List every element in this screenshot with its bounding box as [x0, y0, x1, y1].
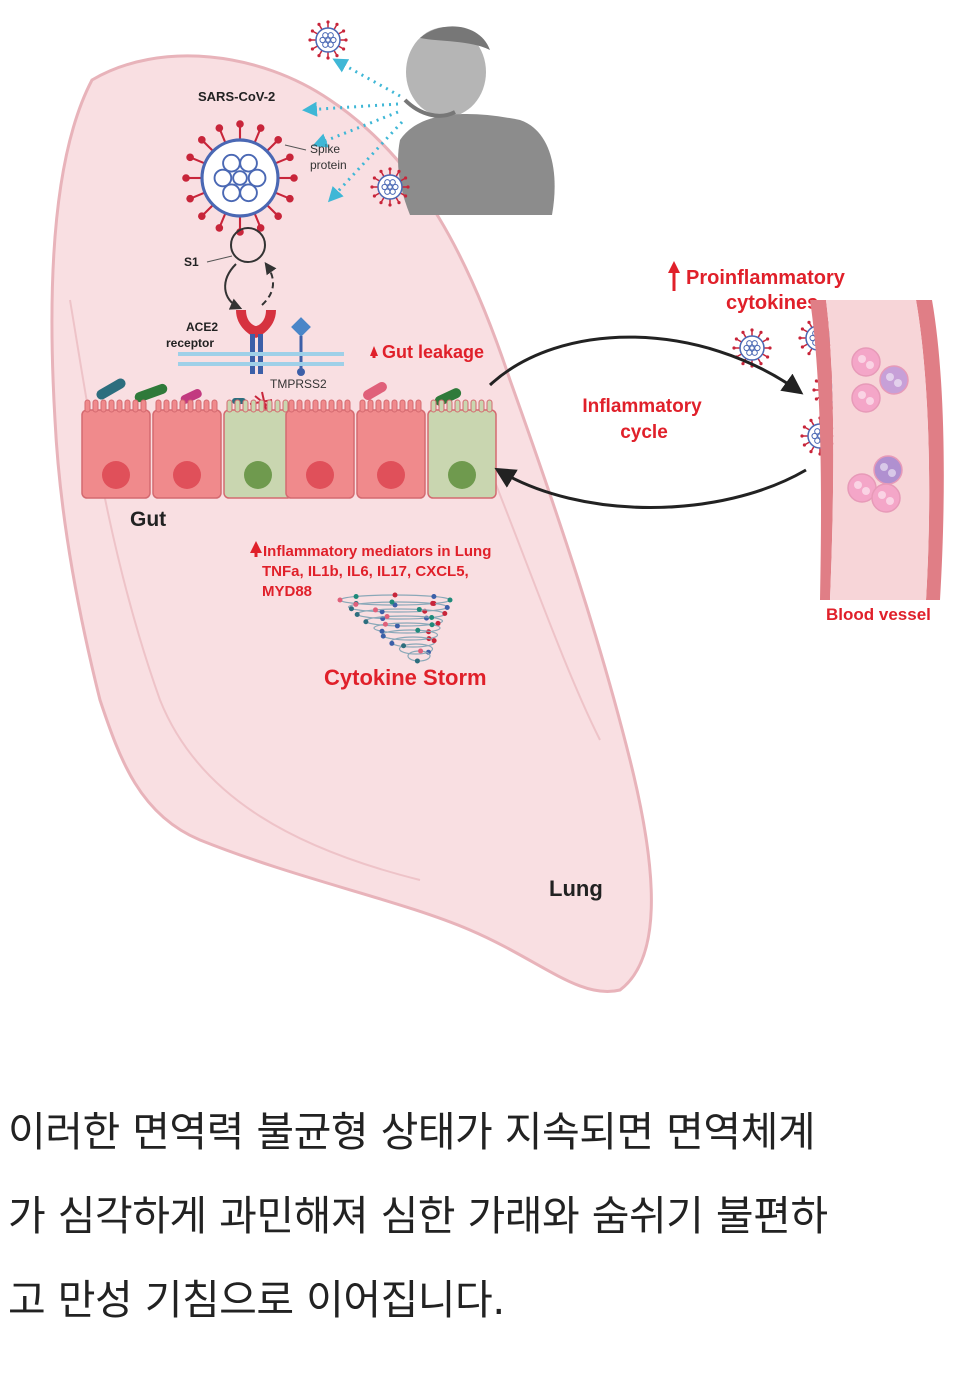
inflammatory-mediators: Inflammatory mediators in Lung TNFa, IL1…	[250, 541, 491, 600]
cytokine-storm-label: Cytokine Storm	[324, 665, 487, 690]
small-virus	[370, 167, 410, 207]
sars-cov2-label: SARS-CoV-2	[198, 89, 275, 104]
proinflammatory-label-line1: Proinflammatory	[686, 267, 846, 289]
cell-membrane	[178, 352, 344, 366]
caption-line: 고 만성 기침으로 이어집니다.	[8, 1276, 505, 1324]
gut-leakage-label: Gut leakage	[382, 342, 484, 362]
ace2-label-line2: receptor	[166, 336, 214, 350]
cytokine-storm-tornado	[337, 592, 453, 664]
proinflammatory-label-line2: cytokines	[726, 292, 818, 314]
gut-epithelium	[81, 399, 497, 499]
s1-label: S1	[184, 255, 199, 269]
blood-vessel	[810, 300, 944, 600]
inflammatory-cycle-label-line2: cycle	[620, 422, 668, 443]
mediators-title: Inflammatory mediators in Lung	[263, 543, 491, 560]
caption-paragraph: 이러한 면역력 불균형 상태가 지속되면 면역체계 가 심각하게 과민해져 심한…	[8, 1090, 948, 1342]
bacteria	[96, 378, 462, 406]
mediators-list-line1: TNFa, IL1b, IL6, IL17, CXCL5,	[262, 563, 469, 580]
blood-vessel-label: Blood vessel	[826, 605, 931, 624]
sars-cov2-virus	[182, 120, 298, 236]
gut-leakage: Gut leakage	[370, 342, 484, 362]
lung-label: Lung	[549, 876, 603, 901]
spike-protein-label-line1: Spike	[310, 142, 340, 156]
blood-cells	[847, 347, 909, 513]
tmprss2-label: TMPRSS2	[270, 377, 327, 391]
small-virus	[308, 20, 348, 60]
covid-gut-lung-diagram: SARS-CoV-2 Spike protein S1 ACE2 recepto…	[50, 20, 944, 993]
coughing-person	[398, 26, 555, 215]
cough-spray	[302, 58, 404, 203]
proinflammatory-cytokines: Proinflammatory cytokines	[668, 261, 846, 314]
gut-label: Gut	[130, 508, 166, 531]
caption-line: 이러한 면역력 불균형 상태가 지속되면 면역체계	[8, 1108, 816, 1156]
small-virus	[732, 328, 772, 368]
ace2-label-line1: ACE2	[186, 320, 218, 334]
mediators-list-line2: MYD88	[262, 583, 312, 600]
spike-protein-label-line2: protein	[310, 158, 347, 172]
inflammatory-cycle-arrows	[488, 335, 807, 509]
caption-line: 가 심각하게 과민해져 심한 가래와 숨쉬기 불편하	[8, 1192, 828, 1240]
inflammatory-cycle-label-line1: Inflammatory	[582, 396, 702, 417]
s1-binding	[206, 227, 277, 310]
